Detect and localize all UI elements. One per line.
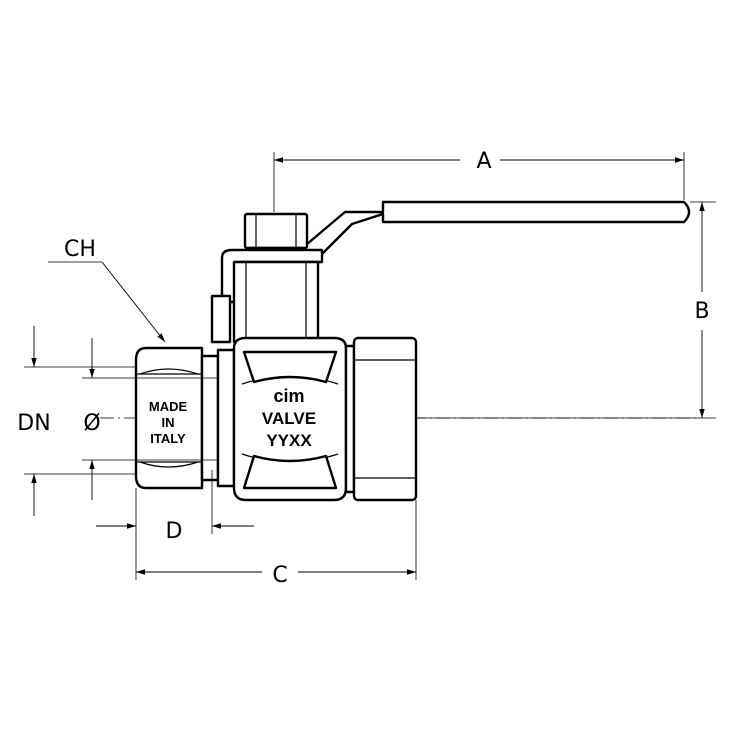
dimension-dn: DN: [17, 326, 136, 516]
label-c: C: [272, 563, 287, 588]
origin-line-3: ITALY: [150, 431, 186, 446]
date-code-text: YYXX: [266, 431, 312, 450]
origin-marking: MADE IN ITALY: [149, 399, 188, 446]
dimension-a: A: [273, 149, 685, 212]
dimension-c: C: [136, 500, 417, 588]
label-d: D: [166, 519, 183, 544]
origin-line-2: IN: [162, 415, 175, 430]
dimension-b: B: [416, 201, 716, 419]
label-diameter: Ø: [83, 411, 100, 436]
label-dn: DN: [17, 411, 50, 436]
dimension-d: D: [96, 470, 254, 580]
right-end: [344, 336, 418, 502]
label-a: A: [476, 149, 491, 174]
main-body: [232, 336, 348, 502]
hex-end: [134, 346, 204, 490]
product-text: VALVE: [262, 409, 316, 428]
label-ch: CH: [64, 237, 96, 262]
left-collar: [200, 348, 236, 488]
dimension-diameter: Ø: [82, 338, 218, 500]
label-b: B: [694, 299, 709, 324]
brand-logo-text: cim: [273, 386, 304, 406]
lever-bracket: [210, 248, 324, 344]
dimension-ch: CH: [48, 237, 166, 343]
product-marking: cim VALVE YYXX: [262, 386, 316, 450]
origin-line-1: MADE: [149, 399, 188, 414]
lever-handle: [298, 200, 691, 260]
body-neck: [232, 260, 320, 344]
